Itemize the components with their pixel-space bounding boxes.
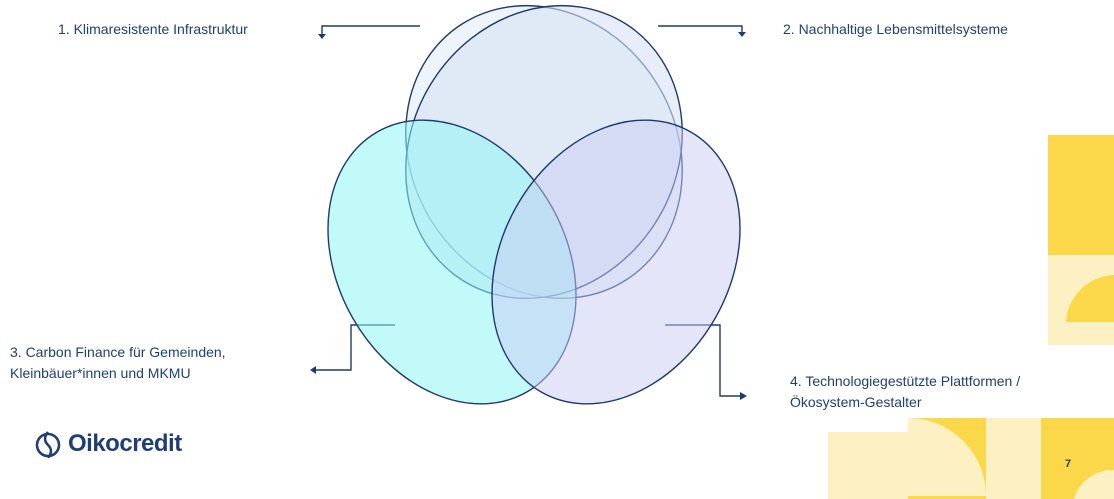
arrowheads xyxy=(310,32,747,400)
oikocredit-logo: Oikocredit xyxy=(34,430,182,458)
ellipse-4-technology-platforms xyxy=(491,119,741,405)
arrowhead-2 xyxy=(738,32,746,37)
label-item-1: 1. Klimaresistente Infrastruktur xyxy=(58,21,248,37)
arrowhead-4 xyxy=(740,392,747,400)
decorative-pattern xyxy=(828,135,1114,499)
page-number: 7 xyxy=(1065,458,1072,470)
label-item-4-line-1: 4. Technologiegestützte Plattformen / xyxy=(790,373,1021,389)
connector-1 xyxy=(321,25,420,34)
logo-text: Oikocredit xyxy=(68,430,182,457)
arrowhead-1 xyxy=(318,34,326,39)
label-item-3-line-2: Kleinbäuer*innen und MKMU xyxy=(10,365,191,381)
label-item-3-line-1: 3. Carbon Finance für Gemeinden, xyxy=(10,344,226,360)
label-item-4-line-2: Ökosystem-Gestalter xyxy=(790,394,922,410)
connector-2 xyxy=(658,25,743,32)
oikocredit-logo-icon xyxy=(35,431,61,458)
arrowhead-3 xyxy=(310,366,316,374)
label-item-2: 2. Nachhaltige Lebensmittelsysteme xyxy=(783,21,1008,37)
